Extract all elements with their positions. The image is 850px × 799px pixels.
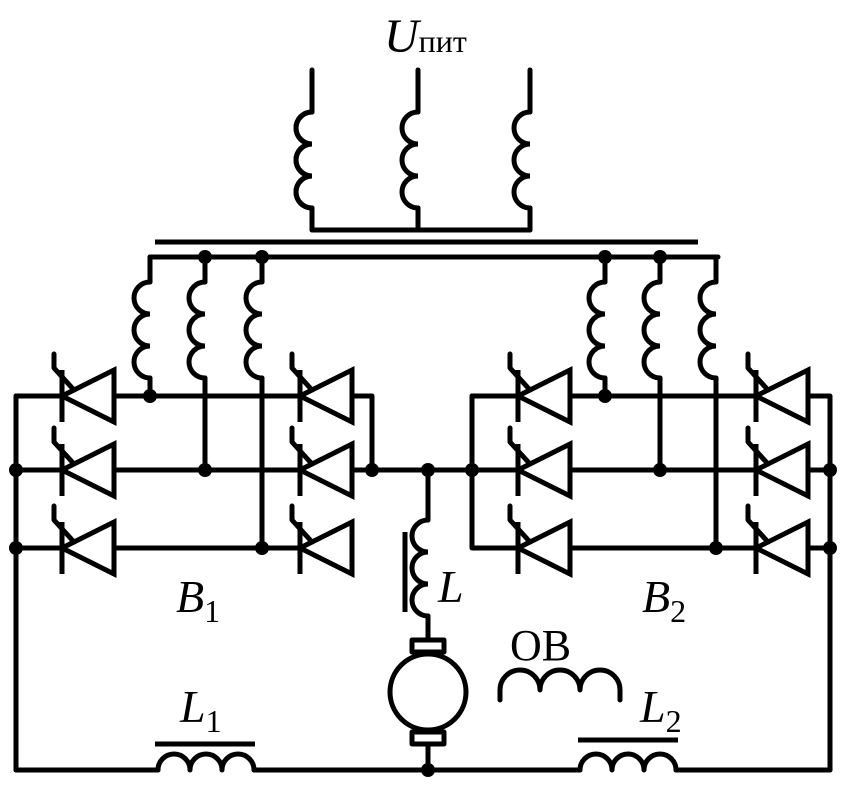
field-winding-label: ОВ [510, 621, 571, 670]
reactor-l2-label: L2 [639, 681, 682, 739]
bridge-b2-label: B2 [642, 571, 686, 629]
bridge-b2 [467, 354, 833, 773]
choke-l [402, 467, 431, 643]
field-winding [497, 667, 623, 703]
choke-label: L [437, 561, 464, 612]
supply-voltage-label: Uпит [384, 10, 467, 63]
bridge-b1 [13, 354, 473, 773]
junction-dots [9, 250, 837, 777]
secondary-windings [134, 254, 721, 551]
bridge-b1-label: B1 [176, 571, 220, 629]
bottom-bus [13, 737, 833, 773]
reactor-l1-label: L1 [179, 681, 222, 739]
supply-primary-windings [296, 67, 533, 233]
motor [387, 637, 469, 773]
